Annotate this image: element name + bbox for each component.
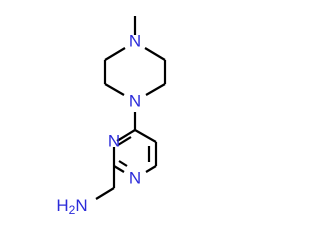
bond-pip-cd-n4 xyxy=(145,83,166,96)
bond-pip-n1-cc xyxy=(144,47,166,61)
bond-pip-n1-ca xyxy=(104,47,126,61)
bond-pyr-n1-c2 xyxy=(113,165,125,173)
atom-n-aryl: N xyxy=(129,92,141,111)
bond-pyr-c5-n4 xyxy=(116,129,136,142)
bond-pyr-c5-n4-inner xyxy=(117,136,132,146)
atom-amine: H2N xyxy=(56,196,87,218)
bond-pyr-n1-c2-inner xyxy=(118,160,128,167)
atom-n-methyl: N xyxy=(129,32,141,51)
structure-canvas: N N N N H2N xyxy=(56,16,167,218)
molecule-diagram: N N N N H2N xyxy=(56,16,167,218)
bond-pip-cb-n4 xyxy=(104,83,125,96)
bond-pyr-c5-c6 xyxy=(134,129,157,143)
atom-n-pyrazine-bottom: N xyxy=(129,169,141,188)
bond-pyr-c1-n1 xyxy=(145,165,157,173)
atom-n-pyrazine-top: N xyxy=(108,132,120,151)
bond-ch2-nh2 xyxy=(95,187,115,200)
